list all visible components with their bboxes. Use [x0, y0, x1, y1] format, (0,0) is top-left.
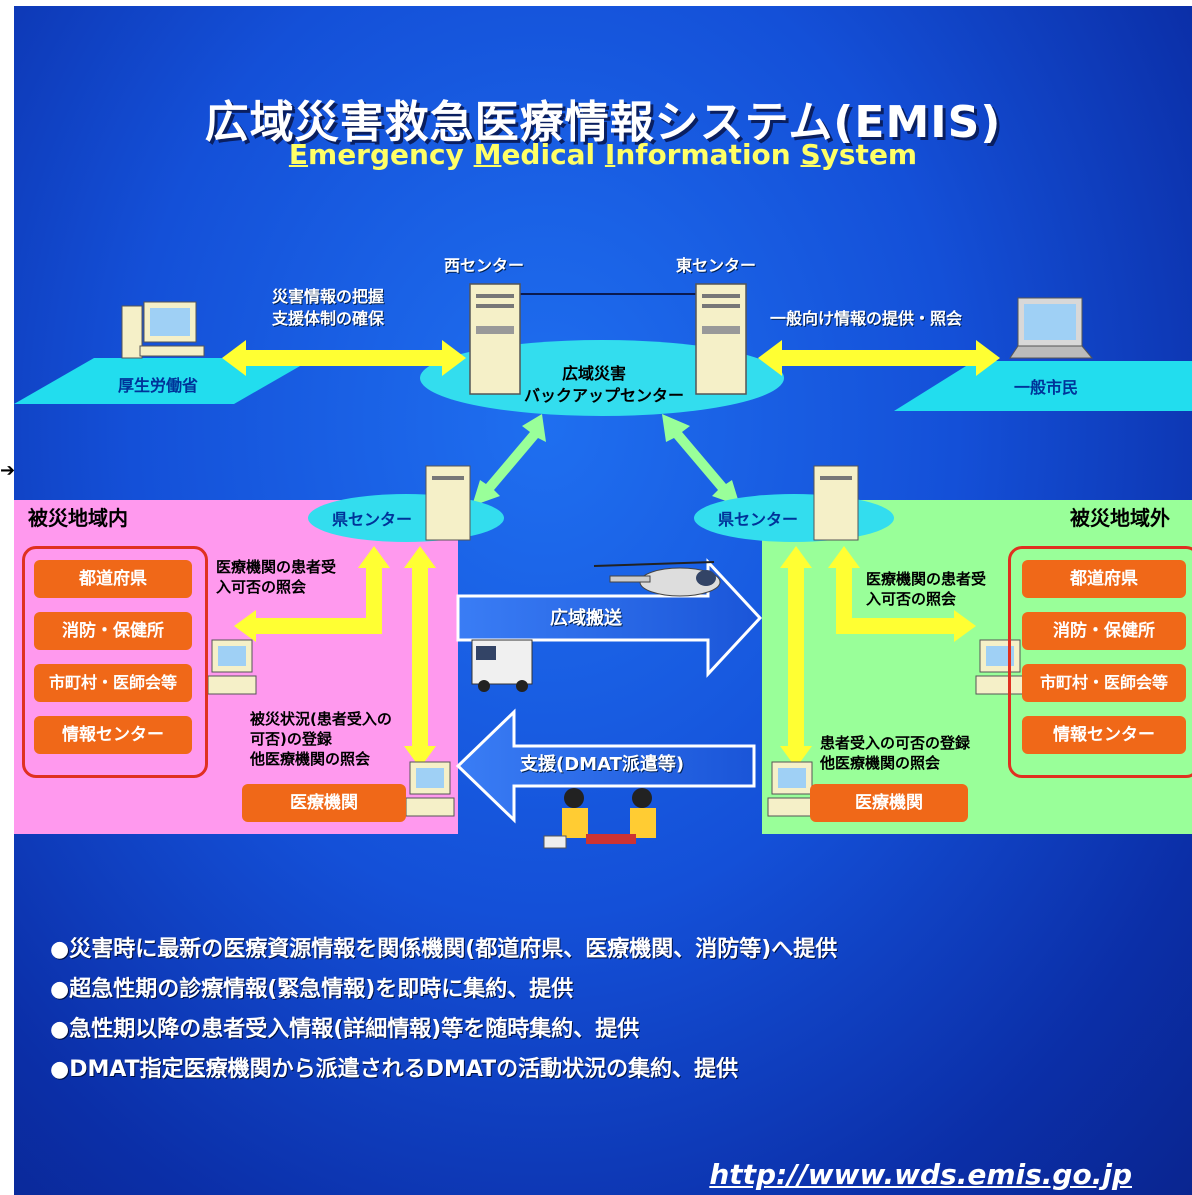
left-status-label-line3: 他医療機関の照会 — [250, 750, 371, 768]
backup-center-label-line1: 広域災害 — [562, 364, 627, 383]
right-arrow-label: 一般向け情報の提供・照会 — [770, 309, 963, 328]
right-pref-server-icon — [813, 465, 859, 541]
right-pref-center-label: 県センター — [718, 510, 799, 529]
right-reg-label-line2: 他医療機関の照会 — [820, 754, 941, 772]
left-agency-fire-health: 消防・保健所 — [34, 612, 192, 650]
right-green-double-arrow — [662, 414, 740, 506]
left-agency-municipality: 市町村・医師会等 — [34, 664, 192, 702]
left-agency-info-center: 情報センター — [34, 716, 192, 754]
bullet-4: ●DMAT指定医療機関から派遣されるDMATの活動状況の集約、提供 — [50, 1057, 739, 1082]
left-hospital-computer-icon — [405, 761, 455, 817]
diagram-canvas: 広域災害救急医療情報システム(EMIS) Emergency Medical I… — [14, 6, 1192, 1195]
bullet-3: ●急性期以降の患者受入情報(詳細情報)等を随時集約、提供 — [50, 1017, 640, 1042]
right-info-computer-icon — [975, 639, 1025, 695]
subtitle-word-information: nformation — [615, 138, 801, 171]
left-arrow-label-line1: 災害情報の把握 — [272, 287, 385, 306]
left-status-label-line1: 被災状況(患者受入の — [250, 710, 392, 728]
mhlw-double-arrow — [222, 340, 466, 376]
left-horizontal-arrow — [234, 610, 374, 642]
support-block-arrow — [455, 708, 756, 824]
subtitle-initial-s: S — [800, 138, 821, 171]
left-agencies-box — [22, 546, 208, 778]
right-agency-fire-health: 消防・保健所 — [1022, 612, 1186, 650]
right-hospital-box: 医療機関 — [810, 784, 968, 822]
left-vertical-arrows — [358, 546, 436, 768]
right-query-label-line1: 医療機関の患者受 — [866, 570, 987, 588]
right-vertical-arrows — [780, 546, 860, 768]
bullet-1: ●災害時に最新の医療資源情報を関係機関(都道府県、医療機関、消防等)へ提供 — [50, 937, 838, 962]
right-agency-prefecture: 都道府県 — [1022, 560, 1186, 598]
left-pref-center-label: 県センター — [332, 510, 413, 529]
transport-label: 広域搬送 — [550, 608, 622, 629]
backup-center-label-line2: バックアップセンター — [524, 386, 685, 405]
left-pref-server-icon — [425, 465, 471, 541]
right-agency-municipality: 市町村・医師会等 — [1022, 664, 1186, 702]
left-query-label-line2: 入可否の照会 — [216, 578, 307, 596]
edge-arrow-glyph: ➔ — [0, 460, 16, 481]
right-query-label-line2: 入可否の照会 — [866, 590, 957, 608]
right-agency-info-center: 情報センター — [1022, 716, 1186, 754]
east-server-icon — [695, 283, 747, 395]
subtitle-word-medical: edical — [501, 138, 605, 171]
left-hospital-box: 医療機関 — [242, 784, 406, 822]
mhlw-computer-icon — [121, 301, 205, 359]
left-query-label-line1: 医療機関の患者受 — [216, 558, 337, 576]
bullet-2: ●超急性期の診療情報(緊急情報)を即時に集約、提供 — [50, 977, 574, 1002]
subtitle-initial-m: M — [473, 138, 502, 171]
affected-area-title: 被災地域内 — [28, 506, 128, 530]
subtitle-word-system: ystem — [820, 138, 918, 171]
west-center-label: 西センター — [444, 256, 525, 275]
emis-url-link[interactable]: http://www.wds.emis.go.jp — [709, 1158, 1132, 1191]
right-reg-label-line1: 患者受入の可否の登録 — [820, 734, 971, 752]
page-title: 広域災害救急医療情報システム(EMIS) — [204, 97, 1002, 148]
left-info-computer-icon — [207, 639, 257, 695]
helicopter-icon — [593, 561, 721, 597]
left-arrow-label-line2: 支援体制の確保 — [272, 309, 385, 328]
page-subtitle: Emergency Medical Information System — [14, 138, 1192, 171]
right-hospital-computer-icon — [767, 761, 817, 817]
east-center-label: 東センター — [676, 256, 757, 275]
subtitle-word-emergency: mergency — [308, 138, 474, 171]
citizens-platform — [894, 361, 1192, 411]
right-horizontal-arrow — [836, 610, 976, 642]
diagram-graphics — [14, 283, 1192, 849]
left-green-double-arrow — [472, 414, 546, 506]
citizens-label: 一般市民 — [1014, 378, 1079, 397]
unaffected-area-title: 被災地域外 — [1070, 506, 1170, 530]
right-agencies-box — [1008, 546, 1192, 778]
ambulance-icon — [471, 639, 533, 692]
dmat-medics-icon — [543, 788, 656, 849]
subtitle-initial-i: I — [604, 138, 616, 171]
citizens-laptop-icon — [1009, 297, 1094, 359]
support-label: 支援(DMAT派遣等) — [520, 754, 685, 775]
left-agency-prefecture: 都道府県 — [34, 560, 192, 598]
subtitle-initial-e: E — [288, 138, 309, 171]
west-server-icon — [469, 283, 521, 395]
left-status-label-line2: 可否)の登録 — [250, 730, 332, 748]
mhlw-label: 厚生労働省 — [118, 376, 199, 395]
citizens-double-arrow — [758, 340, 1000, 376]
